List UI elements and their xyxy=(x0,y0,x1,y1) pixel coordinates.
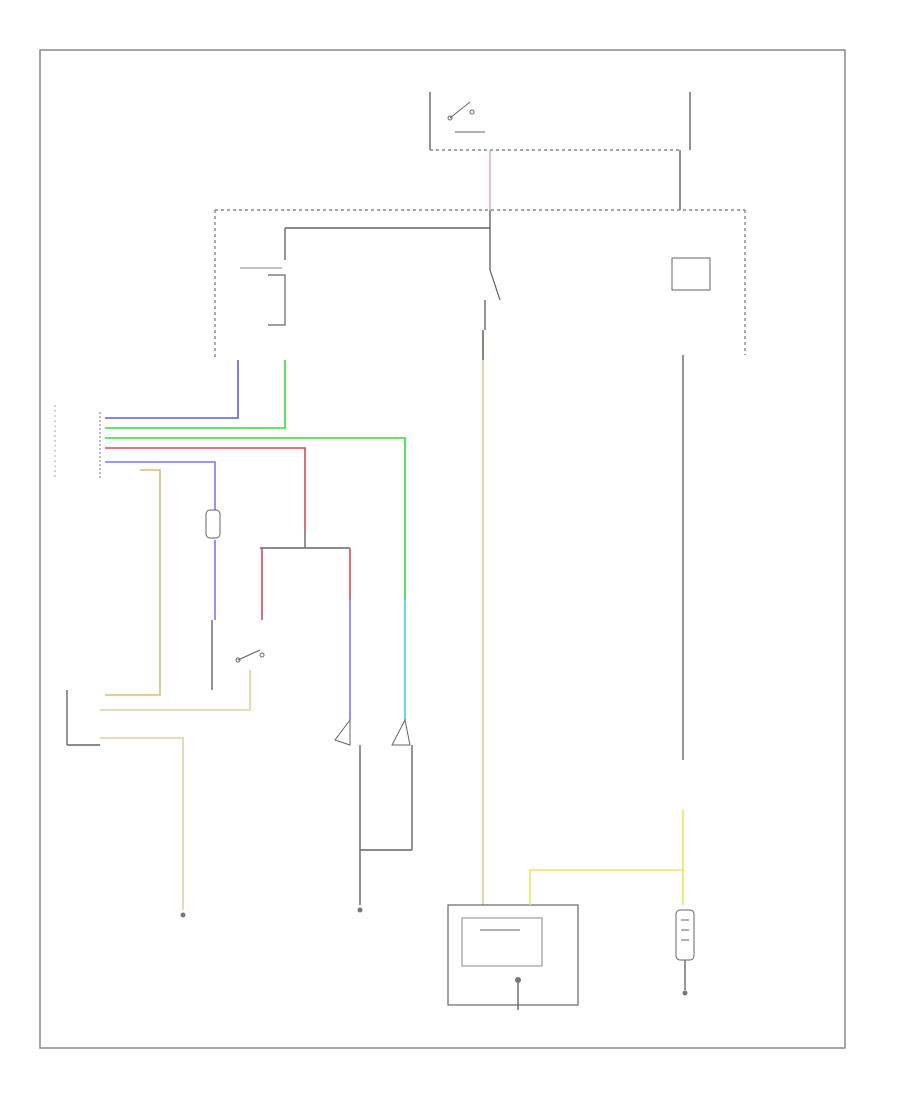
wire-blue-lower xyxy=(105,461,216,510)
wire-red xyxy=(105,447,306,530)
wire-green-long xyxy=(105,437,406,600)
battery xyxy=(675,909,695,996)
starter-relay-switch xyxy=(484,269,501,330)
ecm-connector xyxy=(54,405,101,480)
ignition-switch xyxy=(429,92,680,151)
immobilizer-connector xyxy=(66,690,184,910)
wire-orange xyxy=(105,469,161,696)
diagram-border xyxy=(39,49,846,1049)
wire-yellow-starter xyxy=(529,869,683,905)
fuse-left xyxy=(240,228,286,326)
ground-center xyxy=(357,907,363,913)
fuse-box-right xyxy=(671,257,711,291)
relay-coil xyxy=(205,509,221,690)
clutch-switch-left xyxy=(334,718,361,905)
ground-left xyxy=(180,912,186,918)
wire-blue-top xyxy=(105,360,239,419)
wire-green-fuse xyxy=(105,360,286,429)
transmission-range-switch xyxy=(100,585,265,711)
clutch-switch-right xyxy=(360,718,413,851)
starter-motor xyxy=(447,904,579,1010)
